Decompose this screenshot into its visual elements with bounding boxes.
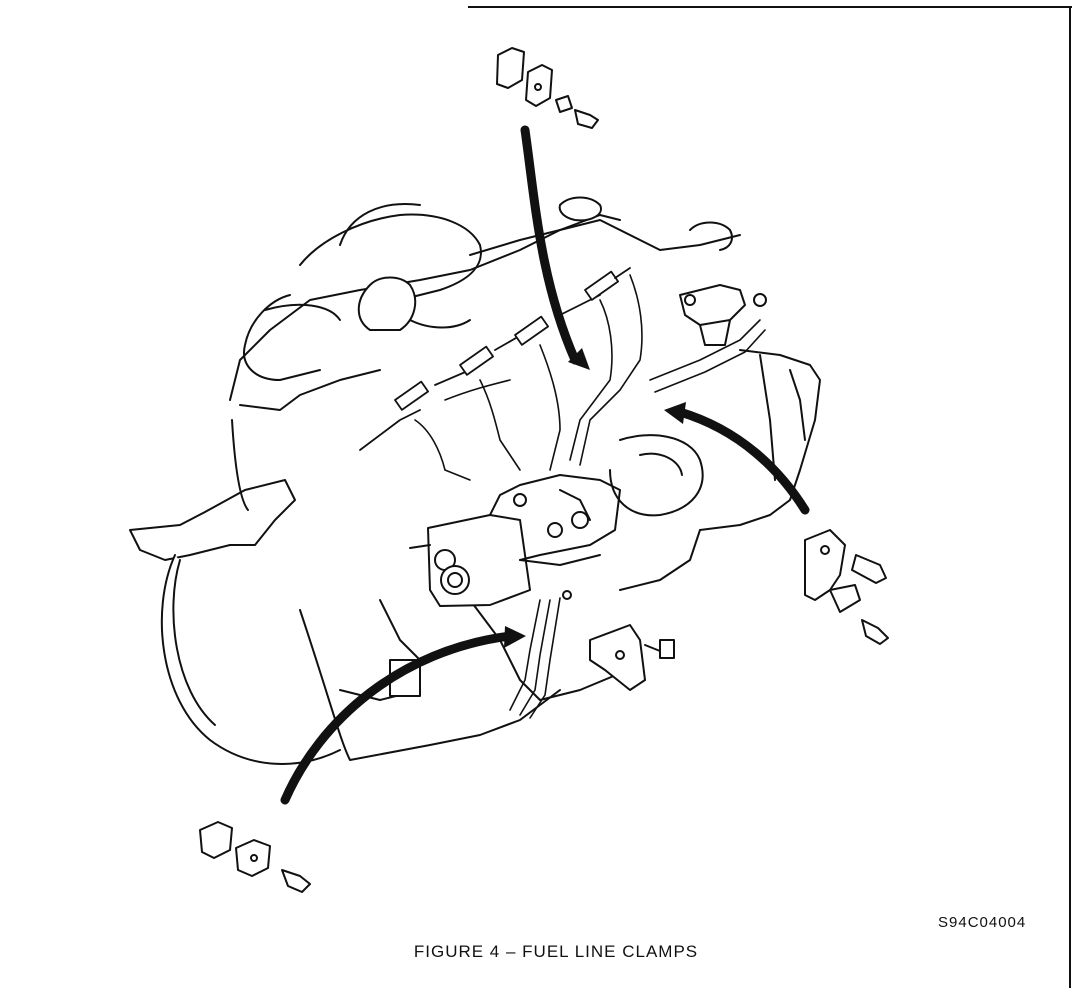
fuel-injectors (359, 267, 631, 451)
frame-border-right (1069, 6, 1071, 988)
fuel-filter (679, 284, 767, 346)
figure-caption: FIGURE 4 – FUEL LINE CLAMPS (0, 942, 1072, 962)
engine-assembly (129, 196, 821, 765)
clamp-pair-top (496, 47, 599, 129)
figure-caption-text: FIGURE 4 – FUEL LINE CLAMPS (413, 942, 699, 961)
injection-pump (409, 474, 621, 607)
frame-border-top (468, 6, 1072, 8)
figure-code: S94C04004 (938, 914, 1027, 931)
support-bracket-mid (562, 590, 675, 691)
clamp-pair-bottom-left (199, 821, 311, 893)
clamp-bracket-right (804, 529, 889, 645)
fuel-lines (414, 274, 766, 719)
callout-arrows (280, 125, 810, 805)
